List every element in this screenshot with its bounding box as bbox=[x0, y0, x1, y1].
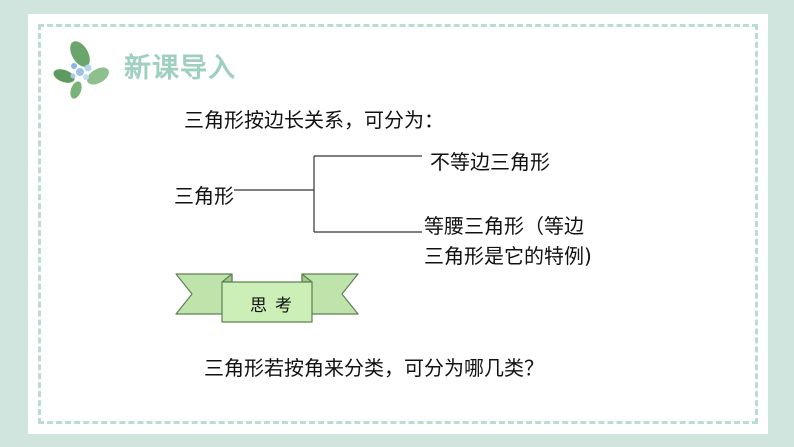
think-banner-label: 思考 bbox=[250, 296, 300, 316]
page-title: 新课导入 bbox=[124, 53, 236, 84]
slide: 新课导入 三角形按边长关系，可分为： 三角形 不等边三角形 等腰三角形（等边 三… bbox=[28, 14, 768, 434]
question-text: 三角形若按角来分类，可分为哪几类？ bbox=[204, 356, 544, 380]
tree-branch-scalene: 不等边三角形 bbox=[430, 150, 550, 174]
tree-root-label: 三角形 bbox=[174, 184, 234, 208]
flower-leaf-icon bbox=[53, 41, 109, 99]
think-banner bbox=[175, 273, 359, 323]
intro-text: 三角形按边长关系，可分为： bbox=[184, 108, 444, 132]
slide-graphics bbox=[53, 41, 422, 323]
tree-connectors bbox=[234, 155, 422, 233]
tree-branch-isosceles-line1: 等腰三角形（等边 bbox=[424, 214, 584, 238]
tree-branch-isosceles-line2: 三角形是它的特例) bbox=[424, 244, 592, 268]
dashed-frame bbox=[38, 24, 758, 424]
